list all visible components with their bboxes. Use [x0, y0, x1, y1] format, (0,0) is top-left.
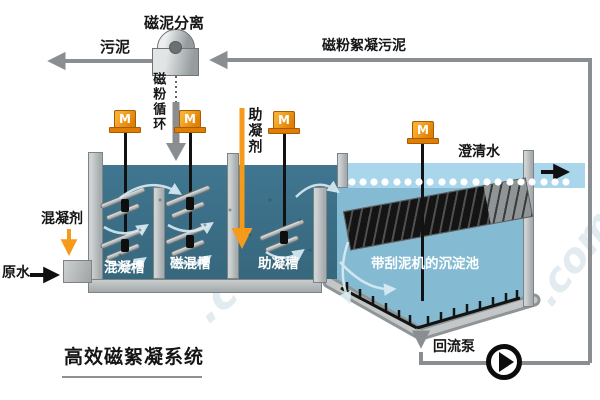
magnetic-mix-tank-label: 磁混槽 — [170, 256, 211, 272]
motor-icon: M — [179, 110, 201, 128]
motor-letter: M — [417, 123, 429, 137]
raw-water-label: 原水 — [2, 265, 30, 281]
return-pump-icon — [486, 344, 522, 380]
motor-letter: M — [119, 112, 131, 126]
coagulation-tank-label: 混凝槽 — [104, 260, 145, 276]
paddle-hub — [186, 197, 194, 210]
paddle-hub — [121, 239, 129, 252]
title-underline — [62, 376, 202, 378]
motor-icon: M — [412, 121, 434, 139]
tank-shell — [325, 278, 538, 338]
powder-recycle-label: 磁粉循环 — [150, 72, 166, 132]
sedimentation-right-wall — [523, 150, 534, 307]
mixer-shaft-2 — [189, 128, 192, 246]
motor-letter: M — [184, 112, 196, 126]
lamella-plate-pack — [342, 177, 534, 251]
aid-tank-label: 助凝槽 — [258, 256, 299, 272]
sedimentation-left-post — [337, 153, 348, 188]
baffle-3 — [313, 187, 327, 283]
powder-recycle-arrowhead — [166, 143, 186, 161]
raw-water-inlet-box — [63, 260, 92, 283]
diagram-title: 高效磁絮凝系统 — [64, 346, 205, 368]
magnetic-separator-drum-icon — [169, 41, 182, 54]
clarified-water-label: 澄清水 — [458, 144, 500, 160]
motor-letter: M — [278, 113, 290, 127]
pump-impeller-triangle — [499, 352, 514, 372]
sedimentation-tank-label: 带刮泥机的沉淀池 — [371, 256, 479, 272]
surface-bubble-row — [348, 178, 570, 186]
baffle-2 — [227, 153, 239, 279]
paddle-hub — [186, 235, 194, 248]
coagulant-aid-label: 助凝剂 — [246, 107, 263, 155]
floc-sludge-label: 磁粉絮凝污泥 — [322, 38, 406, 54]
coagulant-label: 混凝剂 — [41, 211, 83, 227]
tank-shell-outline — [322, 275, 541, 341]
lamella-end-cap — [483, 178, 532, 224]
watermark-fragment: .com — [522, 201, 600, 315]
motor-icon: M — [114, 110, 136, 128]
paddle-hub — [280, 231, 288, 244]
return-pump-label: 回流泵 — [433, 339, 475, 355]
separator-label: 磁泥分离 — [144, 14, 205, 32]
motor-icon: M — [273, 111, 295, 129]
clarified-water-band — [337, 163, 585, 188]
paddle-hub — [121, 199, 129, 212]
mixing-tank-floor — [88, 279, 322, 293]
sludge-label: 污泥 — [100, 38, 131, 56]
baffle-1 — [153, 187, 165, 279]
scraper-center-shaft — [421, 139, 424, 301]
scraper-chain — [340, 286, 521, 330]
scraper-teeth — [345, 282, 519, 325]
